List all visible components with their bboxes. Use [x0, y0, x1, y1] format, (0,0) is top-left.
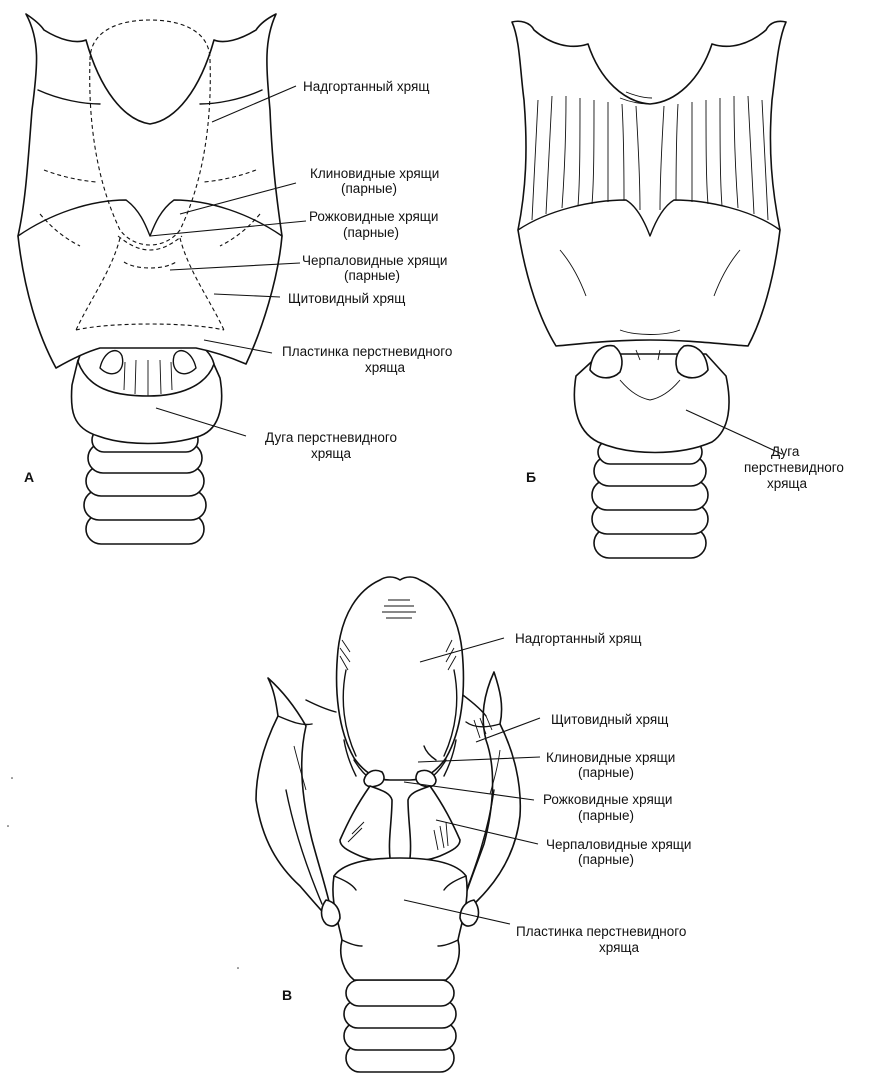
label-a-cricoid-arch-2: хряща	[311, 446, 352, 461]
panel-a-letter: А	[24, 469, 34, 485]
panel-c-labels: Надгортанный хрящ Щитовидный хрящ Клинов…	[515, 631, 691, 955]
panel-c-cuneiform-right	[423, 739, 457, 777]
label-a-cuneiform: Клиновидные хрящи	[310, 166, 439, 181]
panel-b: Б Дуга перстневидного хряща	[511, 20, 844, 559]
panel-a-labels: Надгортанный хрящ Клиновидные хрящи (пар…	[265, 79, 452, 461]
label-c-epiglottic: Надгортанный хрящ	[515, 631, 641, 646]
panel-b-leaders	[685, 409, 783, 455]
label-a-arytenoid: Черпаловидные хрящи	[302, 253, 447, 268]
panel-a-arytenoid-outline	[75, 237, 225, 331]
label-a-corniculate-paired: (парные)	[343, 225, 399, 240]
label-a-thyroid: Щитовидный хрящ	[288, 291, 405, 306]
label-c-arytenoid: Черпаловидные хрящи	[546, 837, 691, 852]
label-c-arytenoid-paired: (парные)	[578, 852, 634, 867]
panel-a-epiglottis-outline	[89, 19, 211, 246]
panel-a-trachea	[83, 427, 207, 545]
panel-a: А Надгортанный хрящ Клиновидные хрящи (п…	[17, 13, 452, 545]
label-a-epiglottic: Надгортанный хрящ	[303, 79, 429, 94]
panel-b-cricoid	[573, 353, 730, 454]
label-b-cricoid-arch: Дуга	[771, 444, 800, 459]
panel-c-arytenoid-right	[407, 785, 461, 861]
label-a-cricoid-lamina-2: хряща	[365, 360, 406, 375]
panel-a-thyroid-cartilage	[17, 13, 283, 369]
panel-c-cuneiform-left	[343, 739, 357, 777]
label-c-cuneiform: Клиновидные хрящи	[546, 750, 675, 765]
panel-c-arytenoid-left	[339, 785, 393, 861]
label-a-corniculate: Рожковидные хрящи	[309, 209, 438, 224]
label-a-cuneiform-paired: (парные)	[341, 181, 397, 196]
scan-speck	[7, 825, 9, 827]
panel-b-letter: Б	[526, 469, 536, 485]
label-c-corniculate: Рожковидные хрящи	[543, 792, 672, 807]
panel-c-epiglottis	[335, 576, 465, 781]
label-c-corniculate-paired: (парные)	[578, 808, 634, 823]
label-b-cricoid-arch-2: перстневидного	[744, 460, 844, 475]
label-c-cuneiform-paired: (парные)	[578, 765, 634, 780]
panel-c-trachea	[343, 979, 457, 1073]
panel-c: В Надгортанный хрящ Щитовидный хрящ Клин…	[255, 576, 691, 1073]
label-c-cricoid-lamina-2: хряща	[599, 940, 640, 955]
label-b-cricoid-arch-3: хряща	[767, 476, 808, 491]
scan-speck	[237, 967, 239, 969]
panel-c-cricoid-lamina	[332, 857, 468, 981]
panel-c-thyroid-left	[255, 677, 335, 925]
scan-speck	[11, 777, 13, 779]
label-a-arytenoid-paired: (парные)	[344, 268, 400, 283]
label-a-cricoid-lamina: Пластинка перстневидного	[282, 344, 452, 359]
panel-b-labels: Дуга перстневидного хряща	[744, 444, 844, 491]
panel-c-letter: В	[282, 987, 292, 1003]
panel-c-leaders	[403, 637, 541, 925]
panel-b-thyroid-cartilage	[511, 20, 787, 347]
label-a-cricoid-arch: Дуга перстневидного	[265, 430, 397, 445]
label-c-cricoid-lamina: Пластинка перстневидного	[516, 924, 686, 939]
panel-a-leaders	[149, 85, 307, 437]
label-c-thyroid: Щитовидный хрящ	[551, 712, 668, 727]
panel-b-trachea	[591, 439, 709, 559]
